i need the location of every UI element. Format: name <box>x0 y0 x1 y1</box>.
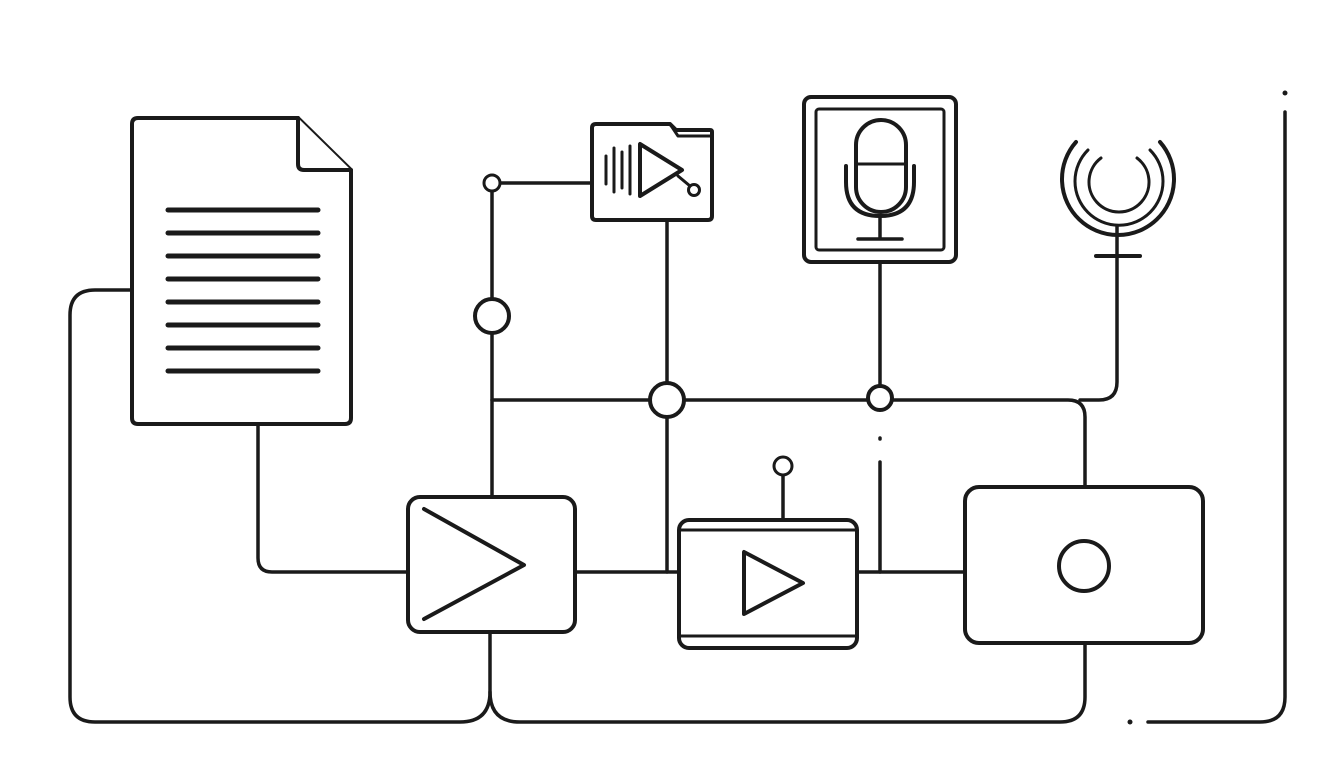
signal-antenna-icon <box>1060 140 1176 258</box>
document-icon <box>130 116 353 426</box>
junction-center <box>648 381 686 419</box>
microphone-icon <box>802 95 958 264</box>
play-button-icon <box>677 455 859 650</box>
junction-right <box>866 384 894 412</box>
junction-mid-left <box>473 297 511 335</box>
connector-document-to-play-panel <box>256 422 410 574</box>
audio-video-file-icon <box>590 122 714 222</box>
junction-nodes <box>473 173 894 419</box>
connector-antenna-down <box>1078 256 1119 402</box>
bottom-right-dot <box>1127 719 1133 725</box>
connector-right-edge <box>1146 110 1287 724</box>
junction-small-top <box>482 173 502 193</box>
play-triangle-icon <box>406 495 577 634</box>
connector-horizontal-bus <box>490 398 1087 489</box>
right-edge-dot <box>1282 90 1288 96</box>
record-icon <box>963 485 1205 645</box>
connector-document-outer-loop <box>68 288 492 724</box>
connector-bottom-loop <box>488 643 1087 724</box>
